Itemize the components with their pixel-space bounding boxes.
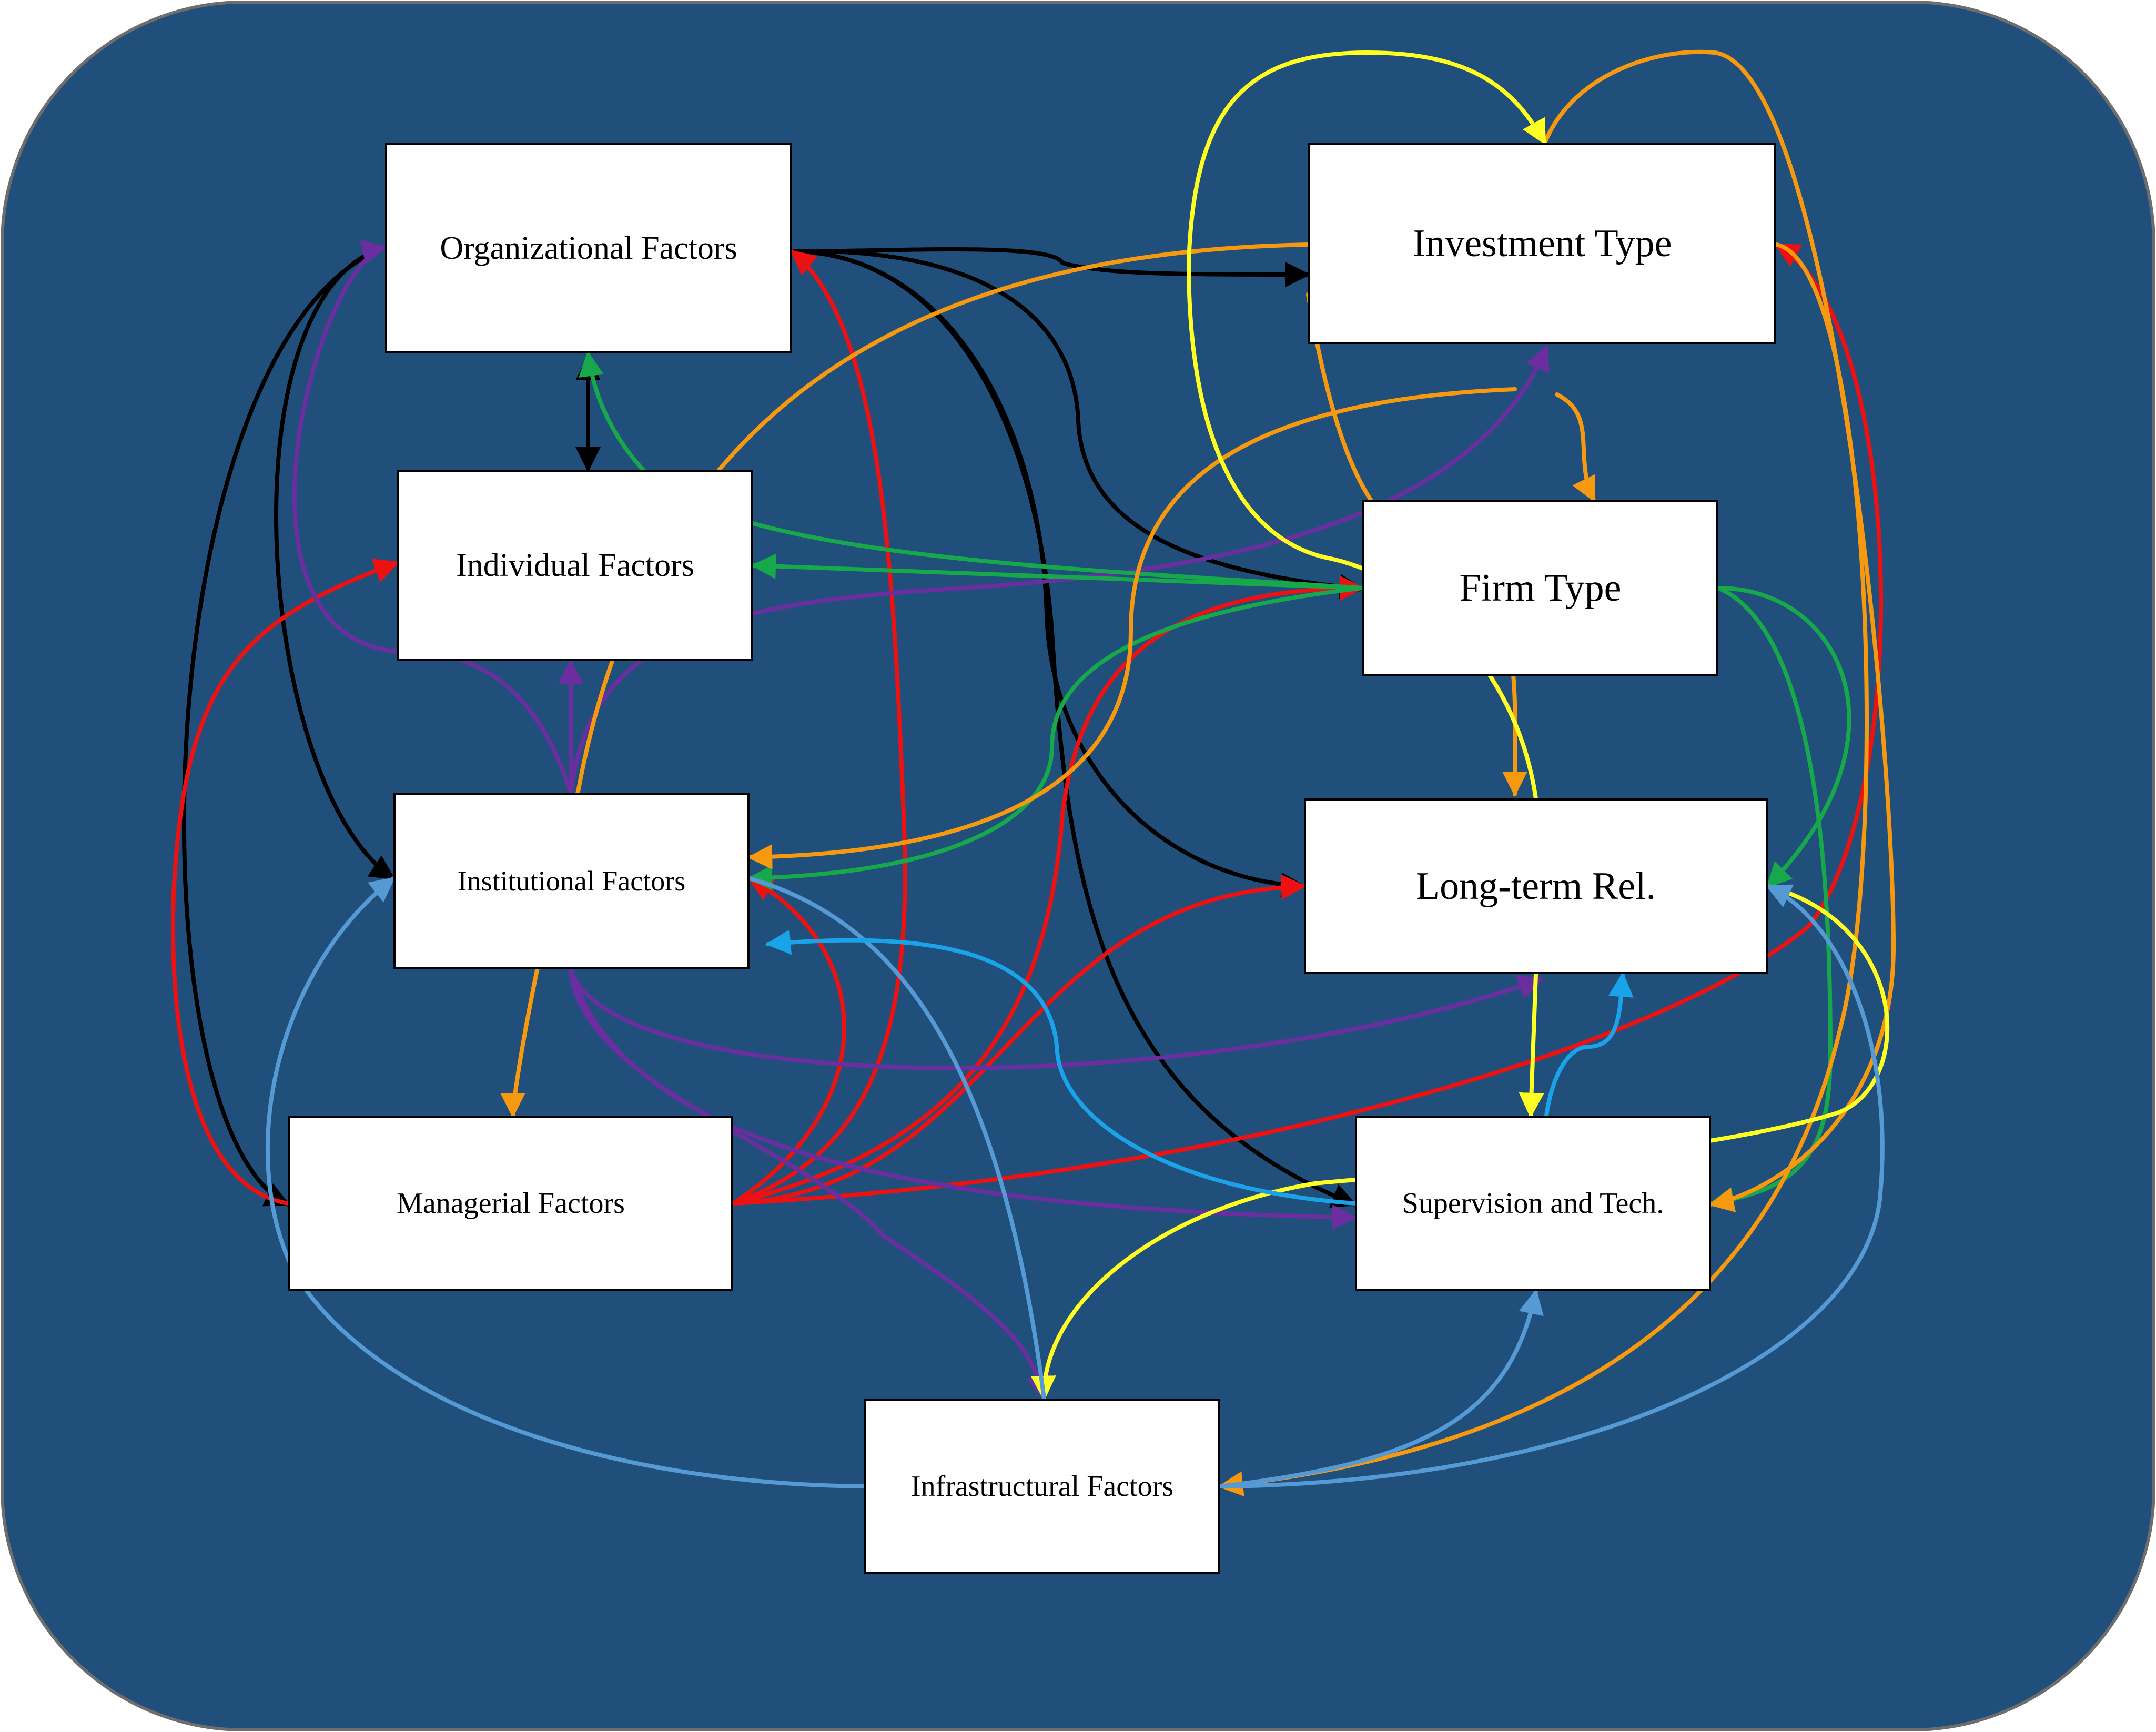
edge-man-org: [731, 249, 907, 1206]
node-long-term-rel[interactable]: Long-term Rel.: [1304, 798, 1768, 974]
edge-org-inst: [274, 245, 396, 880]
edge-org-inv: [790, 247, 1311, 287]
edge-inst-org: [292, 240, 573, 795]
node-managerial-factors[interactable]: Managerial Factors: [288, 1116, 733, 1291]
node-organizational-factors[interactable]: Organizational Factors: [385, 143, 792, 353]
node-institutional-factors[interactable]: Institutional Factors: [393, 793, 750, 969]
edge-org-firm: [790, 249, 1365, 600]
edge-inst-inv: [569, 345, 1550, 795]
edge-man-ind: [170, 559, 400, 1206]
edge-sup-lt: [1544, 971, 1634, 1118]
edge-sup-inst: [765, 929, 1357, 1206]
edge-firm-sup: [1708, 586, 1833, 1212]
edge-inst-infra: [569, 967, 1051, 1401]
edge-inv-infra: [1218, 242, 1869, 1497]
edge-infra-sup: [1218, 1289, 1544, 1488]
edge-man-firm: [731, 575, 1365, 1206]
edge-man-inst: [731, 876, 846, 1206]
node-infrastructural-factors[interactable]: Infrastructural Factors: [864, 1399, 1220, 1574]
edge-infra-inst: [266, 876, 866, 1488]
edge-inst-lt: [569, 967, 1544, 1070]
node-supervision-and-tech[interactable]: Supervision and Tech.: [1355, 1116, 1711, 1291]
edge-inv-inst: [747, 387, 1517, 870]
edge-inv-firm: [1555, 392, 1596, 503]
node-investment-type[interactable]: Investment Type: [1308, 143, 1776, 344]
edge-inst-infra-blue: [747, 876, 1046, 1401]
edge-lt-sup: [1519, 972, 1544, 1118]
edge-firm-inst: [747, 586, 1364, 890]
edge-firm-org: [579, 351, 1364, 590]
edge-org-man: [181, 245, 387, 1207]
edge-infra-lt: [1218, 884, 1885, 1488]
edge-firm-ind: [751, 553, 1364, 590]
node-individual-factors[interactable]: Individual Factors: [397, 470, 753, 661]
edge-man-inv: [731, 242, 1884, 1206]
edge-org-sup: [790, 249, 1358, 1208]
node-firm-type[interactable]: Firm Type: [1362, 500, 1718, 676]
edge-man-lt: [731, 874, 1307, 1206]
